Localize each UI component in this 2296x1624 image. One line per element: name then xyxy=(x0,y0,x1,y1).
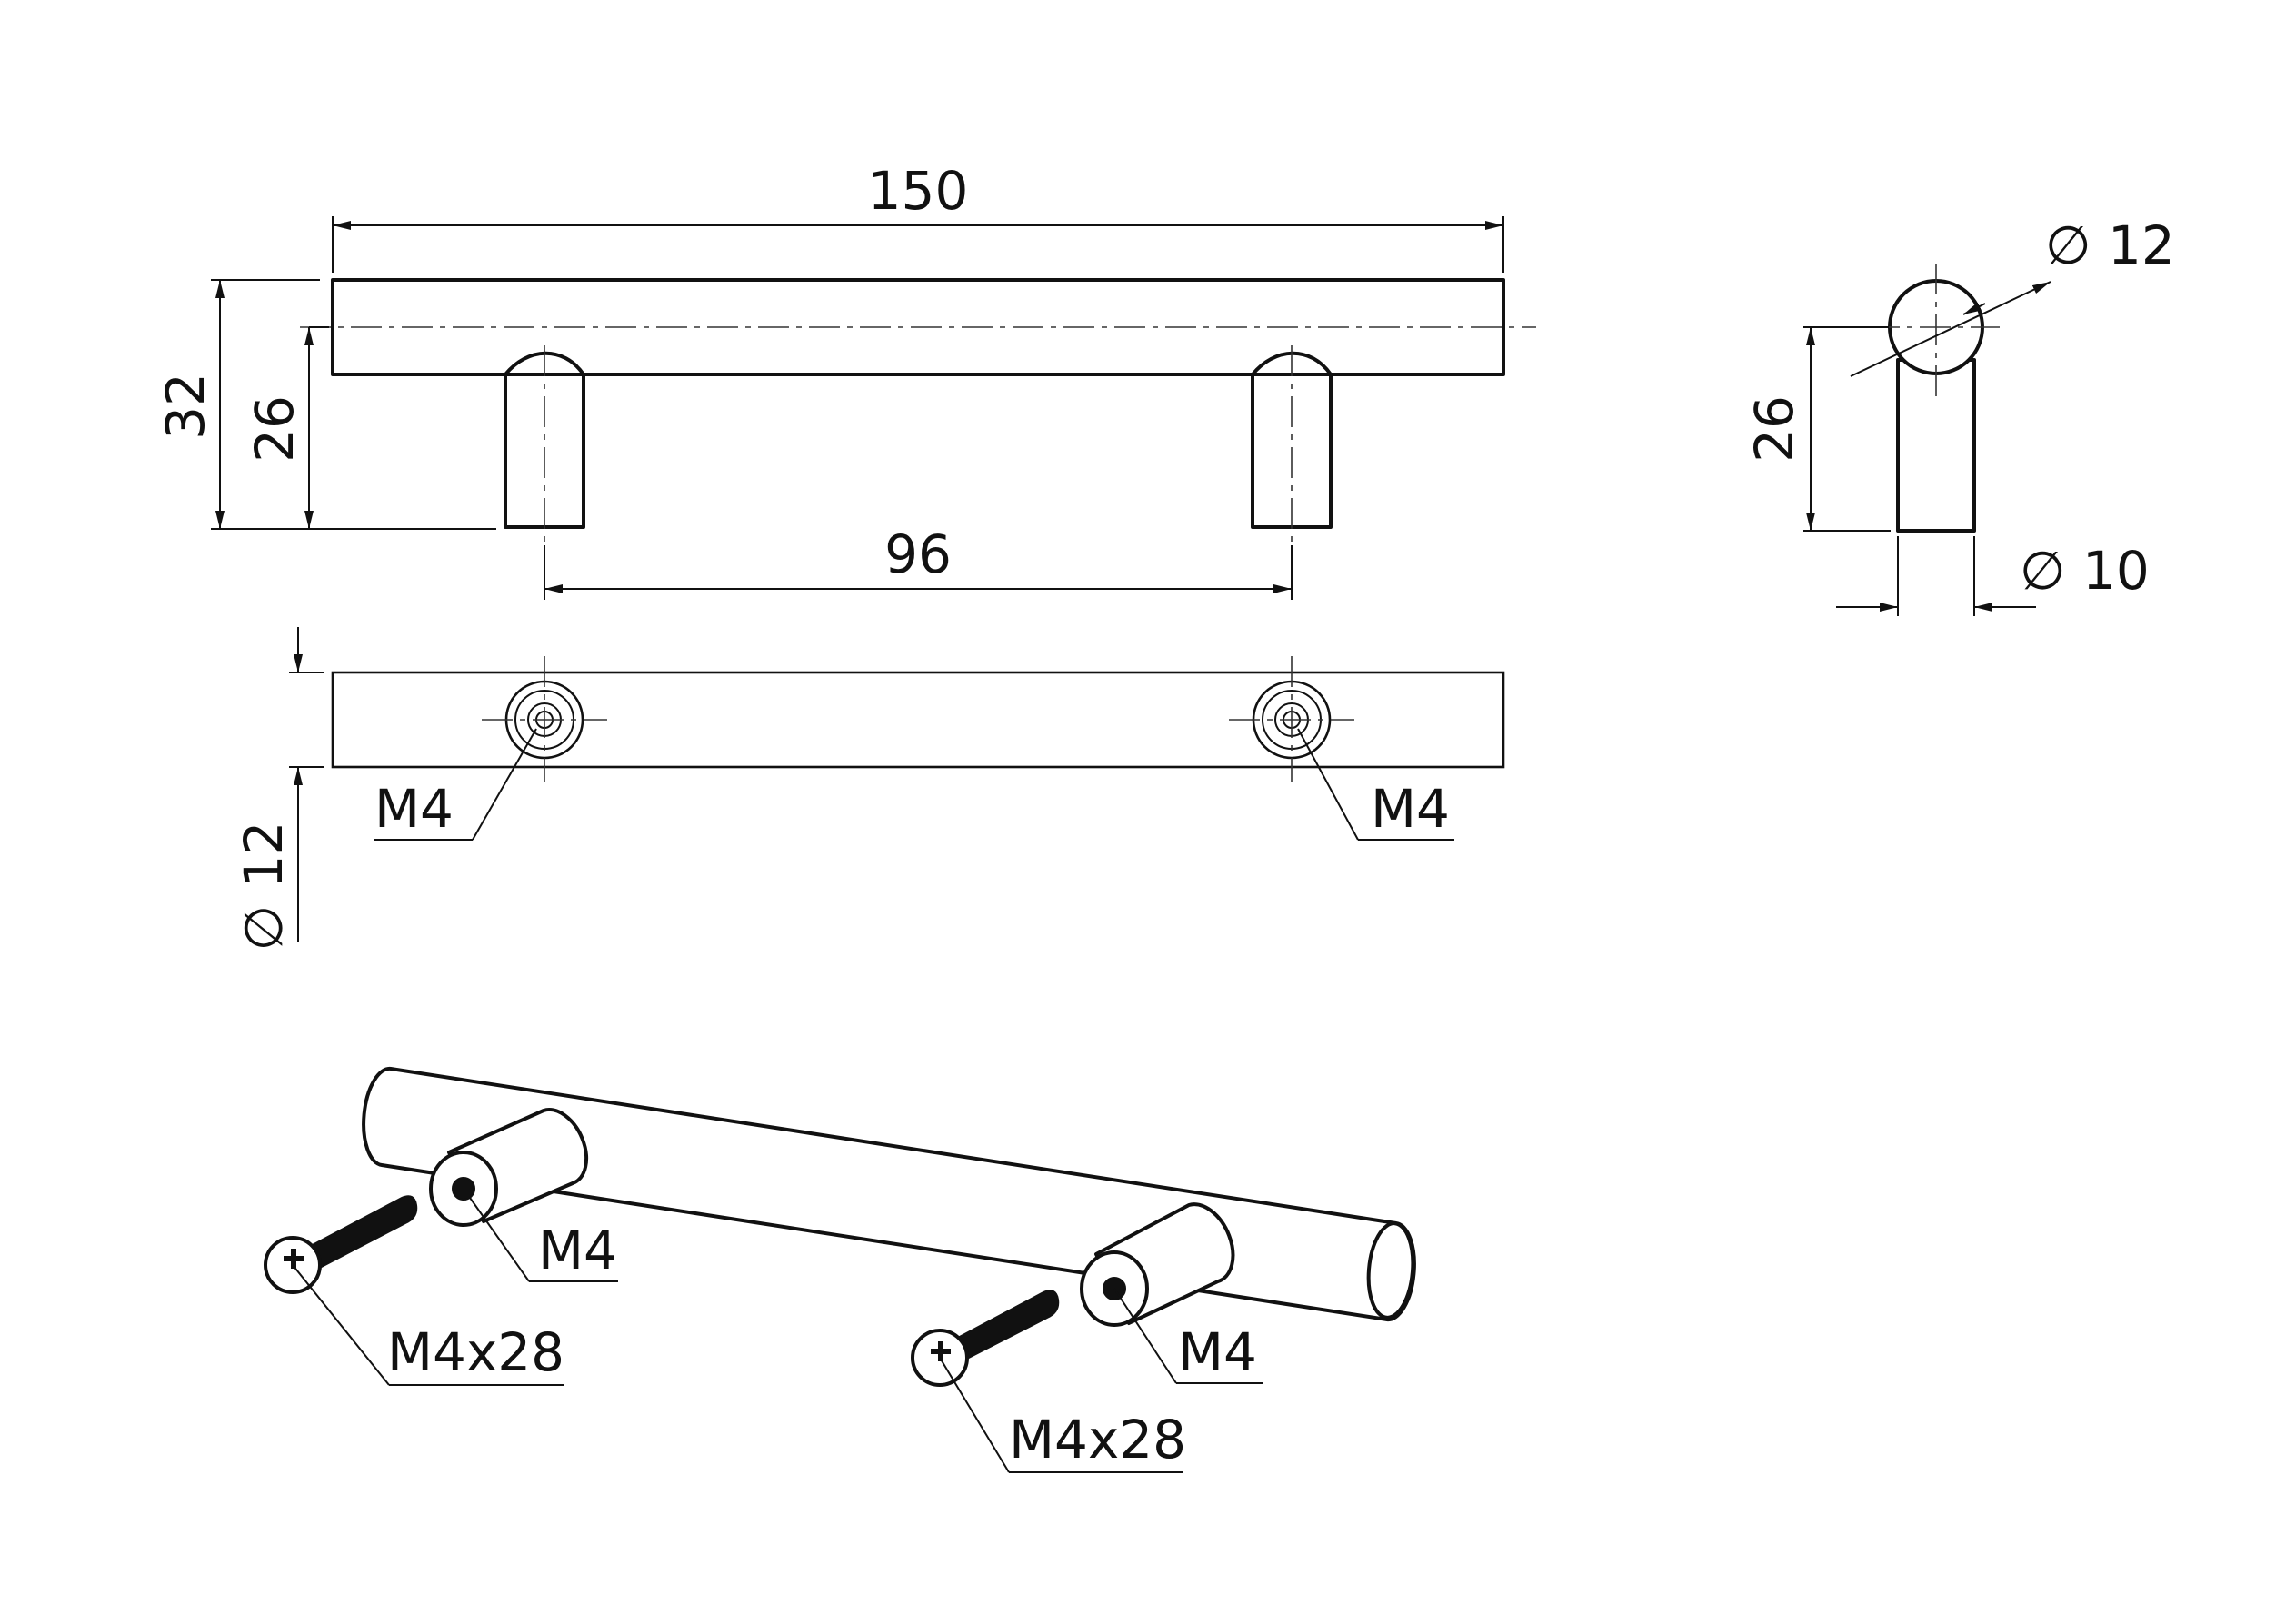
phillips-icon xyxy=(284,1249,304,1269)
dia-top-text: ∅ 12 xyxy=(233,822,294,951)
dia-12-leader xyxy=(1850,281,2051,377)
iso-left-post xyxy=(429,1108,589,1227)
screw-leader-right xyxy=(939,1357,1010,1473)
iso-bar-end xyxy=(1366,1221,1415,1320)
m4-leader-left xyxy=(472,728,537,841)
dim-side-26-text: 26 xyxy=(1743,395,1805,463)
screw-leader-left xyxy=(292,1264,390,1386)
m4-leader-right xyxy=(1297,728,1359,841)
front-view: 150 32 26 96 xyxy=(155,160,1536,600)
iso-left-screw xyxy=(264,1195,418,1294)
side-view: ∅ 12 26 ∅ 10 xyxy=(1743,214,2175,616)
phillips-icon xyxy=(931,1341,951,1361)
iso-right-screw xyxy=(911,1290,1060,1387)
right-leg-shading xyxy=(1252,352,1292,375)
m4-top-left-text: M4 xyxy=(374,778,454,840)
iso-right-post xyxy=(1080,1202,1235,1327)
screw-right-text: M4x28 xyxy=(1009,1409,1186,1470)
dim-32-text: 32 xyxy=(155,373,216,440)
dim-26-text: 26 xyxy=(244,395,305,463)
right-mount-hole xyxy=(1229,656,1354,782)
dim-96-text: 96 xyxy=(884,523,952,585)
left-leg-shading xyxy=(504,352,544,375)
dia-10-text: ∅ 10 xyxy=(2020,540,2150,602)
left-mount-hole xyxy=(482,656,607,782)
dia-12-text: ∅ 12 xyxy=(2045,214,2175,276)
m4-top-right-text: M4 xyxy=(1371,778,1450,840)
screw-left-text: M4x28 xyxy=(387,1321,564,1383)
iso-m4-leader-left xyxy=(463,1188,530,1282)
handle-bar xyxy=(331,278,1505,376)
screw-shaft-right xyxy=(953,1290,1060,1363)
isometric-view: M4 M4 M4x28 M4x28 xyxy=(264,1066,1416,1473)
iso-m4-leader-right xyxy=(1113,1288,1177,1384)
iso-m4-right-text: M4 xyxy=(1178,1321,1257,1383)
top-view: M4 M4 ∅ 12 xyxy=(233,627,1505,951)
screw-shaft-left xyxy=(304,1195,418,1272)
dim-150-text: 150 xyxy=(868,160,969,222)
top-bar xyxy=(331,671,1505,769)
iso-m4-left-text: M4 xyxy=(538,1220,617,1281)
dia-12-arrow xyxy=(1962,302,1986,315)
